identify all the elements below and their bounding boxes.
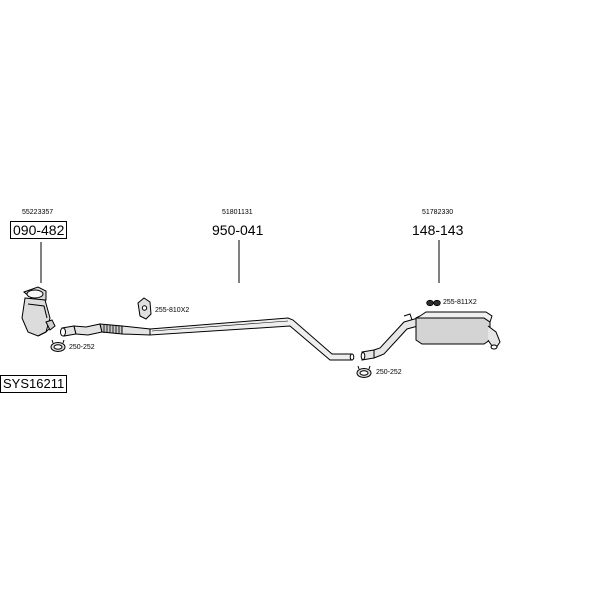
rubber-ring-icon[interactable] [426, 299, 441, 307]
oe-number-middle-pipe: 51801131 [222, 209, 253, 216]
system-code: SYS16211 [0, 375, 68, 393]
accessory-label-hanger-middle[interactable]: 255-810X2 [155, 307, 190, 314]
front-pipe[interactable] [60, 323, 151, 337]
catalytic-converter[interactable] [21, 286, 56, 337]
clamp-icon[interactable] [50, 339, 66, 352]
middle-pipe[interactable] [149, 317, 355, 361]
rear-silencer[interactable] [360, 311, 501, 361]
clamp-icon-middle[interactable] [356, 365, 372, 378]
rubber-hanger-icon[interactable] [137, 297, 152, 320]
accessory-label-ring-rear[interactable]: 255-811X2 [443, 299, 477, 306]
part-number-rear-silencer[interactable]: 148-143 [412, 222, 464, 238]
part-number-middle-pipe[interactable]: 950-041 [212, 222, 264, 238]
accessory-label-clamp-middle[interactable]: 250-252 [376, 369, 402, 376]
oe-number-catalyst: 55223357 [22, 209, 54, 216]
accessory-label-clamp-front[interactable]: 250-252 [69, 344, 95, 351]
oe-number-rear-silencer: 51782330 [422, 209, 454, 216]
part-number-catalyst[interactable]: 090-482 [10, 221, 68, 239]
